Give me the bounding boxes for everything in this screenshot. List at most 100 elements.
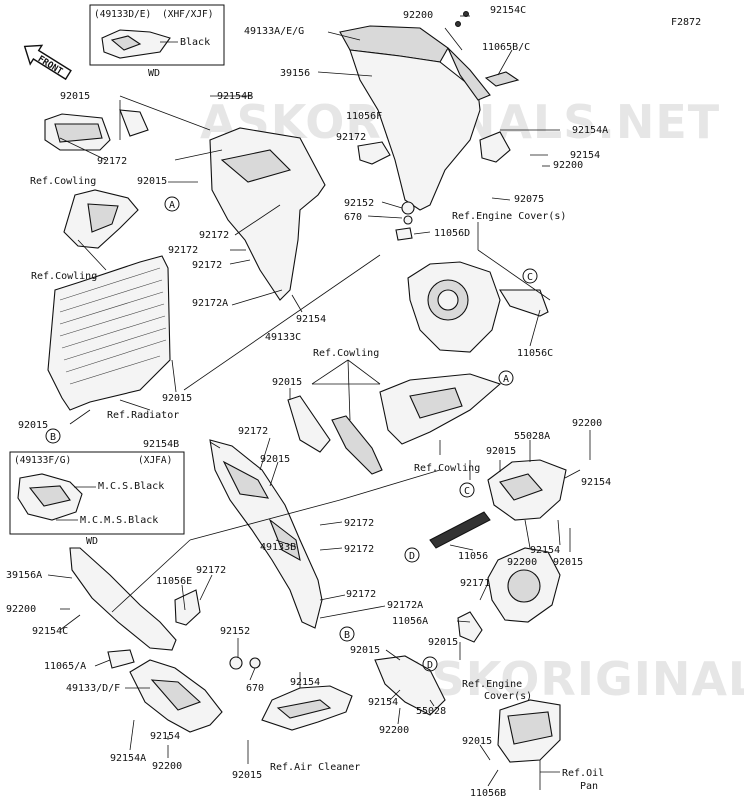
label-ref-cowling-2: Ref.Cowling bbox=[31, 271, 97, 282]
label-92172-i: 92172 bbox=[196, 565, 226, 576]
label-11056C: 11056C bbox=[517, 348, 553, 359]
label-92172A-b: 92172A bbox=[387, 600, 423, 611]
label-92015-c: 92015 bbox=[272, 377, 302, 388]
inset-top-color: Black bbox=[180, 37, 210, 48]
label-11056A: 11056A bbox=[392, 616, 428, 627]
label-92171: 92171 bbox=[460, 578, 490, 589]
label-11056E: 11056E bbox=[156, 576, 192, 587]
label-92154C-l: 92154C bbox=[32, 626, 68, 637]
label-670-a: 670 bbox=[344, 212, 362, 223]
lower-center-parts bbox=[229, 655, 561, 763]
callout-D-2 bbox=[422, 656, 438, 672]
middle-cowling-parts bbox=[287, 373, 502, 475]
label-92015-d: 92015 bbox=[162, 393, 192, 404]
label-ref-engine-cover-1: Ref.Engine Cover(s) bbox=[452, 211, 566, 222]
label-92172-b: 92172 bbox=[97, 156, 127, 167]
label-92154A-r: 92154A bbox=[572, 125, 608, 136]
callout-D-2-text: D bbox=[427, 660, 433, 671]
label-92200-n: 92200 bbox=[507, 557, 537, 568]
callout-B-2 bbox=[339, 626, 355, 642]
label-11056D: 11056D bbox=[434, 228, 470, 239]
label-92154B-b: 92154B bbox=[143, 439, 179, 450]
inset-left-label-2: M.C.M.S.Black bbox=[80, 515, 158, 526]
inset-top-note: WD bbox=[148, 68, 160, 79]
label-92154B-a: 92154B bbox=[217, 91, 253, 102]
front-arrow-icon: FRONT bbox=[23, 44, 72, 81]
label-92172-f: 92172 bbox=[238, 426, 268, 437]
label-49133DF: 49133/D/F bbox=[66, 683, 120, 694]
callout-A-2 bbox=[498, 370, 514, 386]
label-92154-q: 92154 bbox=[150, 731, 180, 742]
label-39156: 39156 bbox=[280, 68, 310, 79]
callout-C-2-text: C bbox=[464, 486, 470, 497]
lower-fairing-left bbox=[69, 547, 223, 733]
inset-top-model: (XHF/XJF) bbox=[162, 9, 213, 20]
label-92154-o: 92154 bbox=[290, 677, 320, 688]
label-92075: 92075 bbox=[514, 194, 544, 205]
label-11056F: 11056F bbox=[346, 111, 382, 122]
label-11056B: 11056B bbox=[470, 788, 506, 799]
label-ref-oil-pan-a: Ref.Oil bbox=[562, 768, 604, 779]
label-92172-h: 92172 bbox=[344, 544, 374, 555]
label-92015-k: 92015 bbox=[462, 736, 492, 747]
label-92015-l: 92015 bbox=[232, 770, 262, 781]
callout-D-1 bbox=[404, 547, 420, 563]
label-92172-g: 92172 bbox=[344, 518, 374, 529]
label-49133B: 49133B bbox=[260, 542, 296, 553]
label-ref-radiator: Ref.Radiator bbox=[107, 410, 179, 421]
label-ref-engine-cover-2b: Cover(s) bbox=[484, 691, 532, 702]
label-92200-m: 92200 bbox=[572, 418, 602, 429]
label-55028A: 55028A bbox=[514, 431, 550, 442]
callout-C-1-text: C bbox=[527, 272, 533, 283]
callout-D-1-text: D bbox=[409, 551, 415, 562]
label-92015-h: 92015 bbox=[553, 557, 583, 568]
label-92015-j: 92015 bbox=[428, 637, 458, 648]
callout-A-1-text: A bbox=[169, 200, 175, 211]
leader-lines bbox=[47, 15, 591, 790]
lower-inner-panel bbox=[209, 439, 323, 629]
figure-code: F2872 bbox=[671, 17, 701, 28]
label-92154-p: 92154 bbox=[368, 697, 398, 708]
label-92015-i: 92015 bbox=[350, 645, 380, 656]
label-92154A-l: 92154A bbox=[110, 753, 146, 764]
label-92154-m: 92154 bbox=[296, 314, 326, 325]
inset-box-top: (49133D/E) (XHF/XJF) Black bbox=[89, 4, 225, 66]
engine-cover-lower bbox=[457, 547, 561, 643]
label-92154-n: 92154 bbox=[530, 545, 560, 556]
callout-C-1 bbox=[522, 268, 538, 284]
engine-cover-upper bbox=[407, 261, 549, 353]
label-49133AEG: 49133A/E/G bbox=[244, 26, 304, 37]
label-39156A: 39156A bbox=[6, 570, 42, 581]
label-92154-s: 92154 bbox=[581, 477, 611, 488]
inset-left-model: (XJFA) bbox=[138, 455, 172, 466]
radiator-shape bbox=[47, 255, 171, 411]
label-55028: 55028 bbox=[416, 706, 446, 717]
part-labels: 49133A/E/G 92200 92154C 11065B/C 39156 9… bbox=[6, 5, 611, 799]
label-11056-m: 11056 bbox=[458, 551, 488, 562]
label-92200-top: 92200 bbox=[403, 10, 433, 21]
label-92172-a: 92172 bbox=[336, 132, 366, 143]
callout-A-2-text: A bbox=[503, 374, 509, 385]
label-92152-a: 92152 bbox=[344, 198, 374, 209]
side-bracket-right bbox=[429, 459, 567, 549]
label-ref-cowling-3: Ref.Cowling bbox=[313, 348, 379, 359]
label-92172-e: 92172 bbox=[192, 260, 222, 271]
label-92172A-a: 92172A bbox=[192, 298, 228, 309]
label-ref-cowling-1: Ref.Cowling bbox=[30, 176, 96, 187]
label-92172-d: 92172 bbox=[168, 245, 198, 256]
label-49133C: 49133C bbox=[265, 332, 301, 343]
callout-markers: A A B B C C D D bbox=[45, 196, 538, 672]
inset-top-part: (49133D/E) bbox=[94, 9, 151, 20]
callout-B-2-text: B bbox=[344, 630, 350, 641]
label-92200-l: 92200 bbox=[6, 604, 36, 615]
label-92015-g: 92015 bbox=[486, 446, 516, 457]
label-92172-j: 92172 bbox=[346, 589, 376, 600]
callout-B-1 bbox=[45, 428, 61, 444]
label-92154-r: 92154 bbox=[570, 150, 600, 161]
callout-A-1 bbox=[164, 196, 180, 212]
callout-C-2 bbox=[459, 482, 475, 498]
label-ref-cowling-4: Ref.Cowling bbox=[414, 463, 480, 474]
callout-B-1-text: B bbox=[50, 432, 56, 443]
label-92152-b: 92152 bbox=[220, 626, 250, 637]
